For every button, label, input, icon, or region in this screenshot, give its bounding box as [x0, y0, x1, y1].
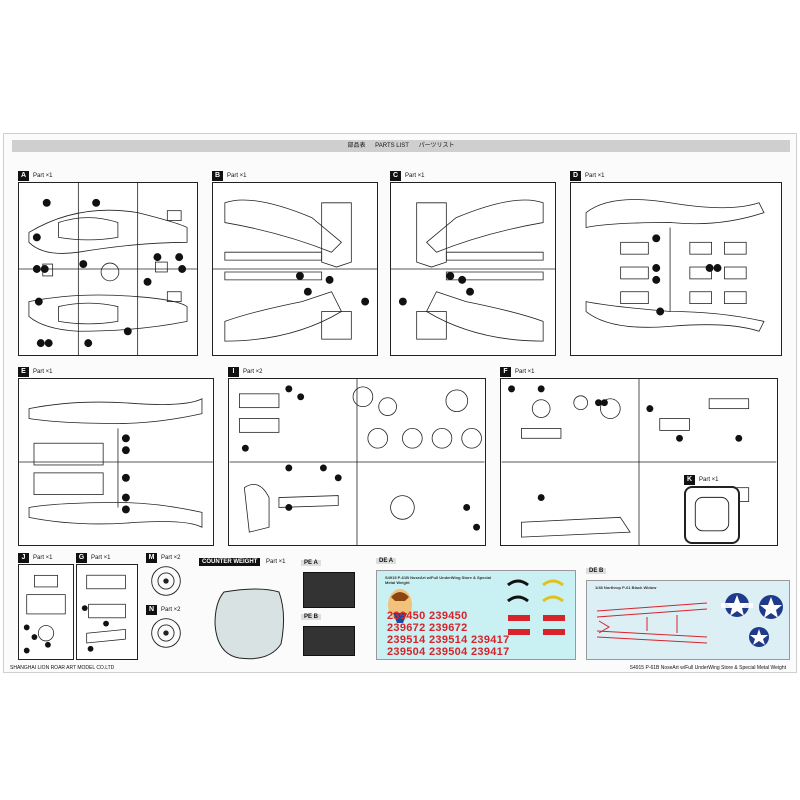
panel-letter: A — [18, 170, 29, 181]
sprue-frame — [18, 564, 74, 660]
panel-qty: Part ×2 — [243, 368, 263, 375]
panel-qty: Part ×1 — [585, 172, 605, 179]
sprue-frame — [228, 378, 486, 546]
sprue-frame — [684, 486, 740, 544]
decal-b-label: DE B — [586, 568, 607, 574]
sprue-panel-k: K Part ×1 — [684, 474, 740, 548]
sprue-panel-a: A Part ×1 — [18, 170, 198, 356]
sprue-frame — [76, 564, 138, 660]
panel-letter: I — [228, 366, 239, 377]
wheel-drawing — [151, 566, 181, 596]
sprue-drawing — [229, 379, 485, 545]
decal-a-serial-left-2: 239672 — [387, 622, 426, 634]
decal-markings — [507, 579, 565, 635]
panel-letter: K — [684, 474, 695, 485]
panel-qty: Part ×1 — [91, 554, 111, 561]
sprue-frame — [390, 182, 556, 356]
decal-a-serial-right-2: 239672 — [429, 622, 468, 634]
sprue-drawing — [19, 398, 213, 528]
header-en-label: PARTS LIST — [375, 143, 409, 149]
header-kana-label: パーツリスト — [418, 143, 455, 149]
header-jp-label: 部品表 — [347, 143, 366, 149]
decal-a-subtitle: S4915 P-61B NoseArt w/Full UnderWing Sto… — [385, 575, 491, 585]
decal-a-serial-right-6: 239417 — [471, 646, 510, 658]
panel-letter: D — [570, 170, 581, 181]
decal-a-serial-right-5: 239504 — [429, 646, 468, 658]
pe-a-label: PE A — [301, 560, 321, 566]
sprue-panel-g: G Part ×1 — [76, 552, 138, 660]
sprue-drawing — [694, 496, 730, 532]
panel-qty: Part ×2 — [161, 606, 181, 613]
sprue-drawing — [19, 183, 197, 355]
sprue-drawing — [81, 574, 126, 652]
sprue-panel-j: J Part ×1 — [18, 552, 74, 660]
sprue-drawing — [23, 574, 66, 654]
sprue-panel-d: D Part ×1 — [570, 170, 782, 356]
wheel-drawing — [151, 618, 181, 648]
sprue-drawing — [391, 199, 555, 342]
sprue-panel-i: I Part ×2 — [228, 366, 486, 546]
panel-qty: Part ×1 — [227, 172, 247, 179]
panel-qty: Part ×1 — [33, 172, 53, 179]
panel-qty: Part ×1 — [405, 172, 425, 179]
decal-a-serial-left-4: 239504 — [387, 646, 426, 658]
sprue-frame — [18, 378, 214, 546]
footer-kit-title: S4915 P-61B NoseArt w/Full UnderWing Sto… — [629, 665, 786, 671]
pe-b-fret — [303, 626, 355, 656]
panel-letter: E — [18, 366, 29, 377]
photo-etch-a: PE A — [301, 560, 357, 610]
panel-letter: M — [146, 552, 157, 563]
decal-sheet-b: 1/48 Northrop P-61 Black Widow — [586, 580, 790, 660]
counter-weight-qty: Part ×1 — [266, 559, 286, 565]
panel-letter: B — [212, 170, 223, 181]
sprue-frame — [212, 182, 378, 356]
panel-qty: Part ×1 — [33, 368, 53, 375]
sprue-panel-e: E Part ×1 — [18, 366, 214, 546]
sprue-panel-n: N Part ×2 — [146, 604, 192, 654]
panel-letter: N — [146, 604, 157, 615]
sprue-frame — [570, 182, 782, 356]
decal-markings — [596, 593, 783, 647]
pe-a-fret — [303, 572, 355, 608]
panel-letter: G — [76, 552, 87, 563]
decal-sheet-a: S4915 P-61B NoseArt w/Full UnderWing Sto… — [376, 570, 576, 660]
panel-letter: J — [18, 552, 29, 563]
sprue-drawing — [213, 199, 377, 342]
panel-letter: C — [390, 170, 401, 181]
panel-letter: F — [500, 366, 511, 377]
counter-weight-shape — [214, 588, 285, 660]
panel-qty: Part ×2 — [161, 554, 181, 561]
decal-b-subtitle: 1/48 Northrop P-61 Black Widow — [595, 585, 657, 590]
decal-a-serial-right-1: 239450 — [429, 610, 468, 622]
sprue-drawing — [585, 199, 765, 332]
decal-a-serial-left-1: 239450 — [387, 610, 426, 622]
counter-weight-label: COUNTER WEIGHT — [199, 558, 261, 566]
panel-qty: Part ×1 — [699, 476, 719, 483]
decal-a-serial-left-3: 239514 — [387, 634, 426, 646]
sprue-panel-m: M Part ×2 — [146, 552, 192, 602]
instruction-sheet: 部品表 PARTS LIST パーツリスト A Part ×1 — [3, 133, 797, 673]
panel-qty: Part ×1 — [33, 554, 53, 561]
photo-etch-b: PE B — [301, 614, 357, 658]
sprue-panel-c: C Part ×1 — [390, 170, 556, 356]
sprue-frame — [18, 182, 198, 356]
decal-a-serial-right-3: 239514 — [429, 634, 468, 646]
footer-company: SHANGHAI LION ROAR ART MODEL CO.LTD — [10, 665, 115, 671]
decal-a-serial-right-4: 239417 — [471, 634, 510, 646]
parts-list-header: 部品表 PARTS LIST パーツリスト — [12, 140, 790, 152]
decal-a-label: DE A — [376, 558, 397, 564]
nose-art-image — [388, 589, 412, 623]
pe-b-label: PE B — [301, 614, 322, 620]
panel-qty: Part ×1 — [515, 368, 535, 375]
sprue-panel-b: B Part ×1 — [212, 170, 378, 356]
